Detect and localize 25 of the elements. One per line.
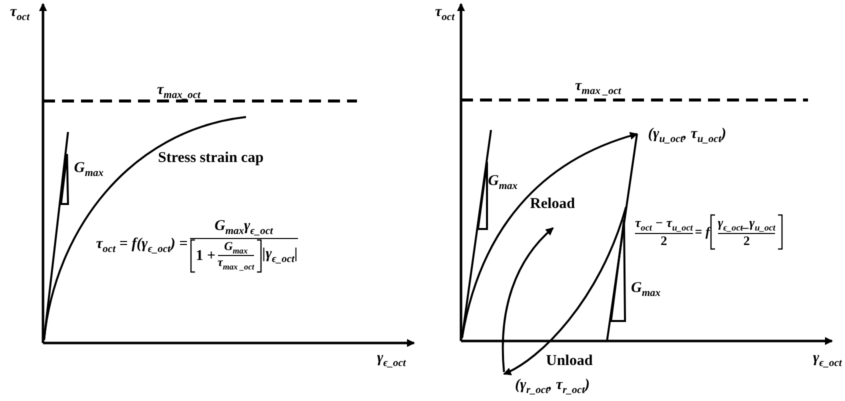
limit-label: τ$_{max_oct}$ [157,82,200,102]
point-label: (γ$_{u_oct}$, τ$_{u_oct}$) [648,126,726,146]
formula-term: 1 + [196,248,216,264]
limit-label: τ$_{max _oct}$ [575,78,622,98]
path-label: Unload [546,353,593,370]
axis-label: τ$_{oct}$ [10,4,30,24]
axis-label: γ$_{ϵ_oct}$ [813,350,842,370]
point-label: (γ$_{r_oct}$, τ$_{r_oct}$) [515,377,590,397]
formula-term: = f [694,224,710,240]
formula-term: 2 [743,234,750,248]
formula-term: τ$_{max _oct}$ [218,256,254,272]
slope-label: G$_{max}$ [488,173,518,193]
formula-term: τ$_{oct}$ = f(γ$_{ϵ_oct}$) = [96,236,188,256]
path-label: Reload [530,196,575,212]
formula-term: G$_{max}$ [224,240,248,256]
formula-term: 2 [660,234,668,248]
axis-label: γ$_{ϵ_oct}$ [377,350,406,370]
curve-label: Stress strain cap [158,150,264,166]
slope-label: G$_{max}$ [631,280,661,300]
formula-term: τ$_{oct}$ − τ$_{u_oct}$ [635,216,693,232]
formula-term: γ$_{ϵ_oct}$_γ$_{u_oct}$ [718,216,776,232]
formula-term: |γ$_{ϵ_oct}$| [262,246,298,266]
axis-label: τ$_{oct}$ [435,4,454,24]
slope-label: G$_{max}$ [74,160,104,180]
formula-term: G$_{max}$γ$_{ϵ_oct}$ [214,218,273,238]
